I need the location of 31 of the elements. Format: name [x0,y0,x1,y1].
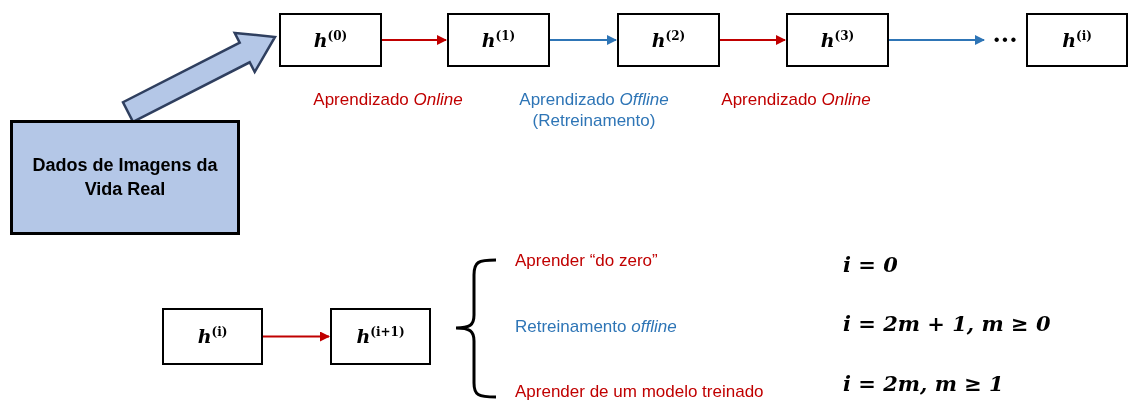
model-label: h$^{(i+1)}$ [356,324,405,349]
learning-mode-label: Aprendizado Online [720,89,872,111]
ellipsis: ··· [992,24,1018,56]
learning-mode-label: Aprendizado Online [312,89,464,111]
arrow [719,35,786,45]
arrow [381,35,447,45]
model-label: h$^{(2)}$ [651,27,686,53]
model-label: h$^{(0)}$ [313,27,348,53]
arrow [888,35,985,45]
data-box [10,120,240,235]
model-label: h$^{(3)}$ [820,27,855,53]
model-box [330,308,431,365]
model-box [447,13,550,67]
model-box [162,308,263,365]
model-box [617,13,720,67]
condition-formula: i = 2m, m ≥ 1 [843,371,1004,398]
learning-mode-label: Aprender de um modelo treinado [515,381,764,403]
arrow [262,331,330,342]
model-label: h$^{(i)}$ [1062,27,1092,53]
learning-mode-label: Aprender “do zero” [515,250,658,272]
condition-formula: i = 2m + 1, m ≥ 0 [843,311,1051,338]
box-title: Dados de Imagens da Vida Real [31,154,219,201]
model-label: h$^{(1)}$ [481,27,516,53]
learning-mode-label: Retreinamento offline [515,316,677,338]
condition-formula: i = 0 [843,252,898,279]
model-box [1026,13,1128,67]
model-box [786,13,889,67]
model-label: h$^{(i)}$ [197,324,228,349]
model-box [279,13,382,67]
arrow [549,35,617,45]
learning-mode-label: Aprendizado Offline (Retreinamento) [518,89,670,132]
